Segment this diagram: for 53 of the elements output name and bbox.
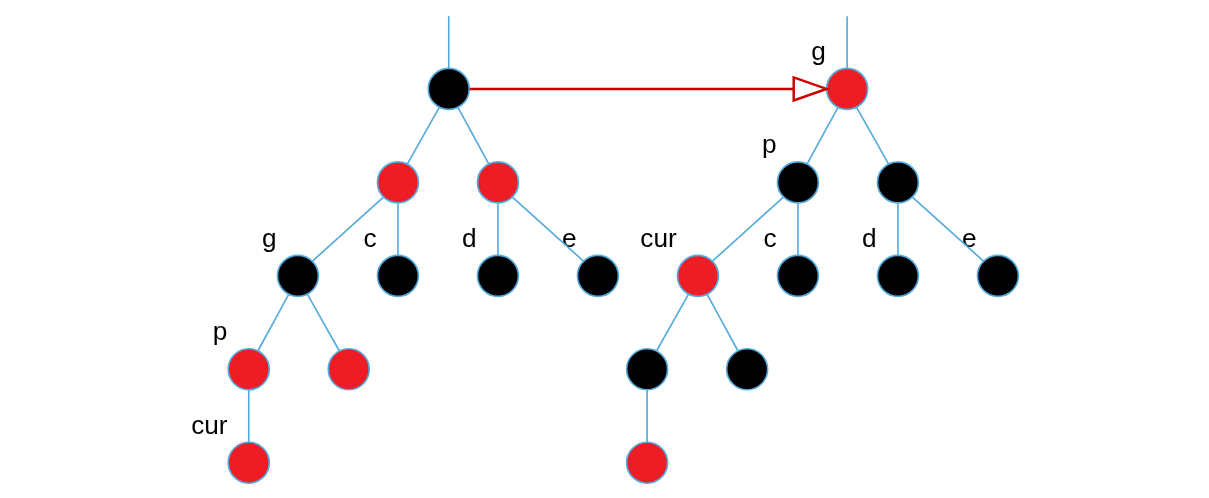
node-circle (227, 441, 271, 484)
node-circle (327, 347, 371, 391)
node-label: g (811, 35, 826, 66)
node-label: c (763, 222, 777, 253)
node-circle (676, 254, 720, 298)
node-label: p (761, 129, 777, 160)
node-circle (476, 254, 520, 298)
connector (247, 389, 250, 443)
connector (855, 106, 890, 165)
node-circle (725, 347, 769, 391)
node-circle (976, 254, 1020, 298)
node-circle (276, 254, 320, 298)
connector (511, 196, 584, 262)
connector (846, 15, 848, 69)
connector (797, 202, 799, 256)
connector (457, 106, 490, 165)
node-circle (625, 347, 669, 391)
node-label: c (363, 222, 377, 253)
connector (655, 293, 690, 352)
connector (447, 15, 450, 69)
node-label: e (561, 222, 577, 253)
node-circle (825, 67, 869, 111)
node-circle (776, 254, 820, 298)
node-label: d (861, 222, 877, 253)
node-circle (625, 441, 669, 484)
connector (306, 293, 341, 352)
connector (806, 106, 839, 165)
connector (497, 202, 499, 256)
node-label: cur (191, 409, 228, 440)
node-circle (876, 254, 920, 298)
connector (257, 293, 290, 352)
connector (311, 196, 384, 262)
node-circle (376, 161, 420, 204)
node-circle (476, 161, 520, 204)
connector (646, 389, 648, 443)
connector (911, 196, 984, 262)
connector (406, 106, 440, 165)
node-circle (227, 347, 271, 391)
node-circle (776, 161, 820, 204)
connector (897, 202, 899, 256)
node-label: d (461, 222, 477, 253)
connector (711, 196, 784, 262)
arrow (469, 75, 831, 103)
node-circle (376, 254, 420, 298)
node-circle (576, 254, 620, 298)
node-label: p (212, 316, 228, 347)
node-circle (876, 161, 920, 204)
connector (397, 202, 399, 256)
connector (706, 293, 739, 352)
node-label: e (961, 222, 977, 253)
node-label: g (261, 222, 277, 253)
node-label: cur (640, 222, 677, 253)
node-circle (427, 67, 471, 111)
